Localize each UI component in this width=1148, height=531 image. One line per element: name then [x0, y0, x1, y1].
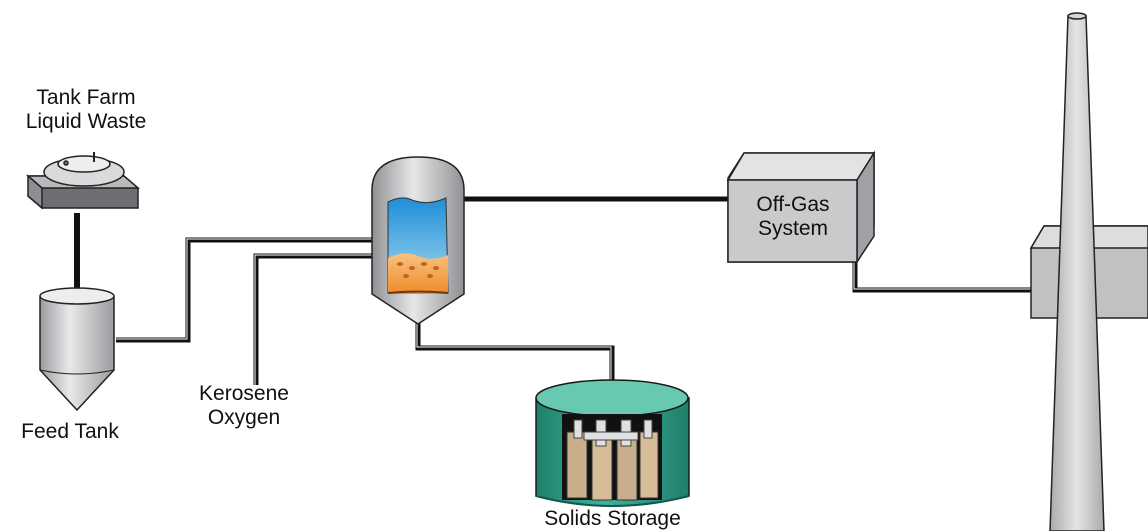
- pipe-kerosene-oxygen: [253, 253, 372, 385]
- pipe-feed-to-calciner: [116, 237, 372, 343]
- pipes: [74, 196, 1060, 385]
- tank-farm-label: Tank Farm Liquid Waste: [20, 86, 152, 134]
- feed-tank-label: Feed Tank: [21, 420, 119, 443]
- pipe-offgas-to-stack: [852, 262, 1060, 293]
- tank-farm-label-line1: Tank Farm: [36, 86, 136, 109]
- oxygen-label: Oxygen: [207, 406, 281, 429]
- off-gas-label-line1: Off-Gas: [756, 193, 830, 216]
- off-gas-label: Off-Gas System: [740, 193, 846, 241]
- calciner-vessel-icon: [371, 156, 465, 325]
- stack-icon: [1029, 12, 1148, 531]
- solids-storage-label: Solids Storage: [544, 507, 681, 530]
- kerosene-oxygen-label: Kerosene Oxygen: [190, 382, 298, 430]
- kerosene-label: Kerosene: [199, 382, 289, 405]
- bin-set-icon: [535, 379, 690, 507]
- pipe-highlights: [116, 238, 1060, 385]
- feed-tank-icon: [39, 287, 115, 412]
- off-gas-label-line2: System: [757, 217, 828, 240]
- off-gas-box-icon: [726, 150, 876, 265]
- pipe-calciner-to-storage: [415, 322, 615, 385]
- tank-farm-label-line2: Liquid Waste: [25, 110, 147, 133]
- tank-farm-icon: [25, 152, 141, 210]
